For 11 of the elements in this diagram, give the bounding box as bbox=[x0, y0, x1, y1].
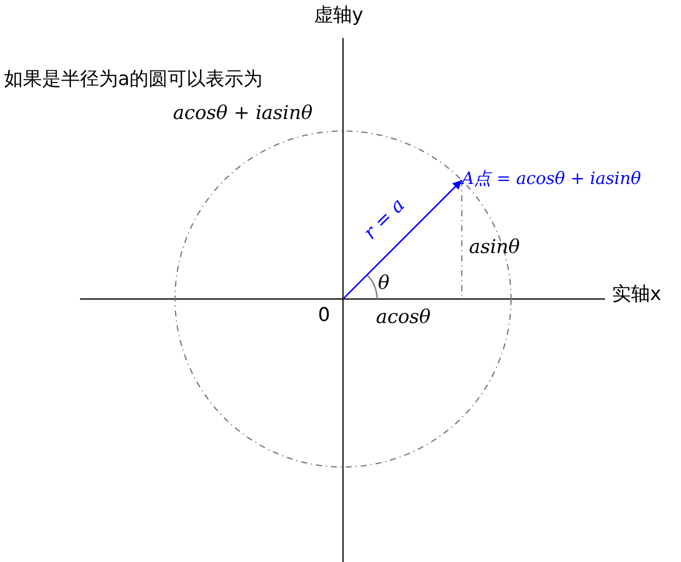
annotation-text: 如果是半径为a的圆可以表示为 bbox=[4, 68, 263, 90]
formula-label: acosθ bbox=[376, 306, 431, 328]
origin-label: 0 bbox=[318, 304, 330, 326]
point-label: A点 = acosθ + iasinθ bbox=[462, 168, 641, 190]
arrow bbox=[342, 180, 462, 300]
axis-label: 虚轴y bbox=[314, 4, 364, 26]
edge-label: r = a bbox=[360, 194, 410, 244]
axis-label: 实轴x bbox=[612, 283, 662, 305]
formula-label: asinθ bbox=[469, 236, 520, 258]
angle-label: θ bbox=[378, 272, 390, 294]
formula-label: acosθ + iasinθ bbox=[173, 102, 313, 124]
